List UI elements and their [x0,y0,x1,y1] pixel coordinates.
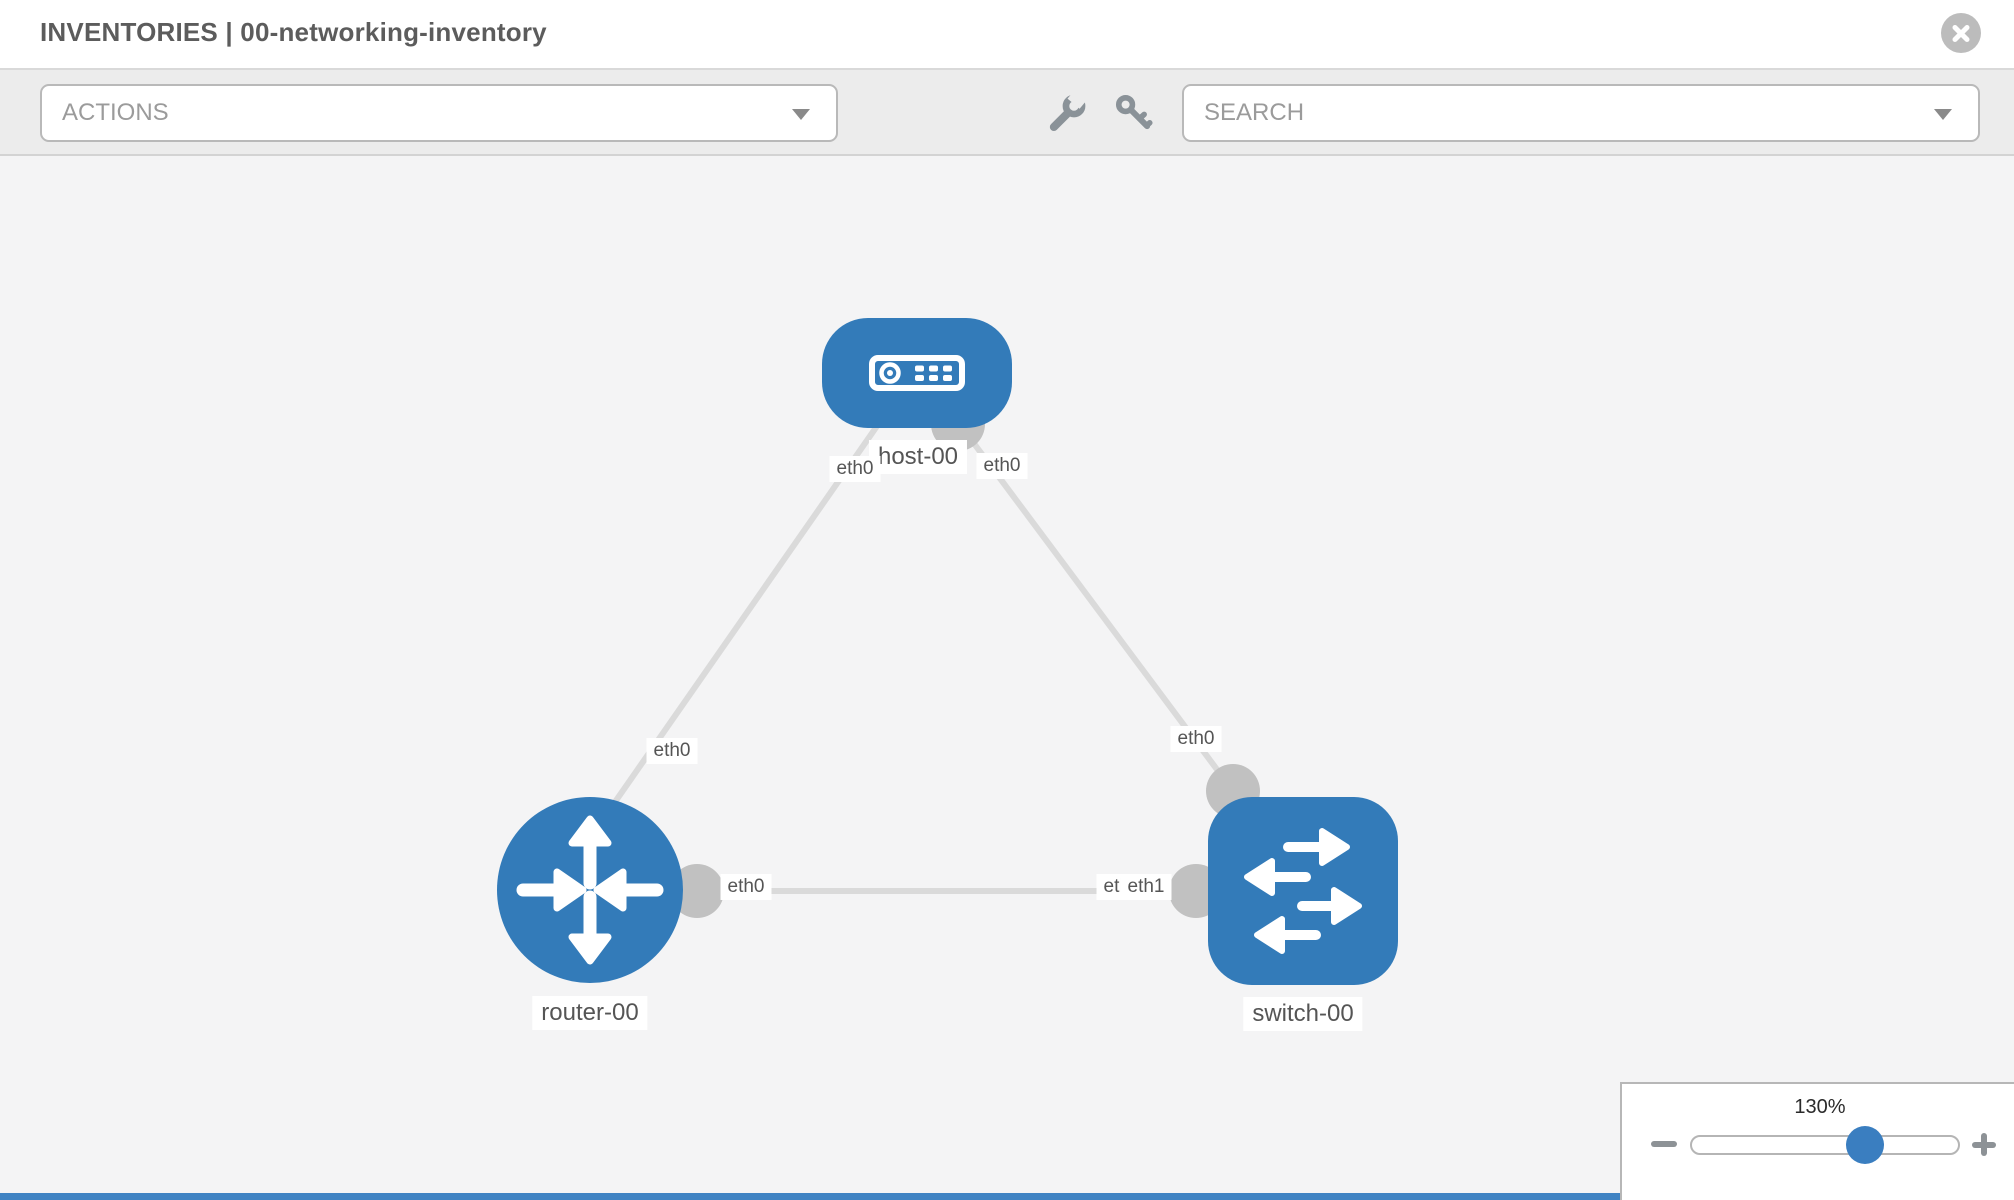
search-dropdown[interactable]: SEARCH [1182,84,1980,142]
node-label-switch: switch-00 [1243,997,1363,1031]
node-label-router: router-00 [532,996,648,1030]
node-host-00[interactable] [822,318,1012,428]
switch-icon [1244,828,1362,954]
node-label-host: host-00 [868,440,968,474]
zoom-slider-track[interactable] [1690,1126,1960,1164]
zoom-control-panel: 130% [1620,1082,2014,1200]
actions-dropdown-label: ACTIONS [62,99,169,126]
key-icon[interactable] [1113,92,1155,134]
node-router-00[interactable] [497,797,683,983]
bottom-accent-strip [0,1193,2014,1200]
page-title: INVENTORIES | 00-networking-inventory [40,17,547,47]
chevron-down-icon [792,109,810,120]
zoom-slider-thumb[interactable] [1845,1126,1884,1164]
close-button[interactable] [1941,13,1981,53]
topology-canvas[interactable]: host-00 router-00 switch-00 eth0 eth0 et… [0,156,2014,1200]
header-bar: INVENTORIES | 00-networking-inventory [0,0,2014,70]
zoom-percent-label: 130% [1794,1096,1846,1118]
interface-label-router-eth0-right: eth0 [720,874,772,900]
interface-label-switch-eth1: eth1 [1120,874,1172,900]
wrench-icon[interactable] [1046,92,1088,134]
interface-label-host-eth0-right: eth0 [976,453,1028,479]
chevron-down-icon [1934,109,1952,120]
host-icon [869,355,965,391]
zoom-in-icon[interactable] [1972,1133,1996,1156]
actions-dropdown[interactable]: ACTIONS [40,84,838,142]
node-switch-00[interactable] [1208,797,1398,985]
zoom-out-icon[interactable] [1651,1141,1677,1147]
router-icon [516,815,664,965]
interface-stub-router [670,864,724,918]
toolbar: ACTIONS SEARCH [0,70,2014,156]
links-layer [582,397,1260,918]
interface-label-host-eth0-left: eth0 [829,456,881,482]
search-dropdown-label: SEARCH [1204,99,1305,126]
link-host-router[interactable] [582,414,887,847]
interface-label-switch-eth0-up: eth0 [1170,726,1222,752]
interface-label-router-eth0-up: eth0 [646,738,698,764]
